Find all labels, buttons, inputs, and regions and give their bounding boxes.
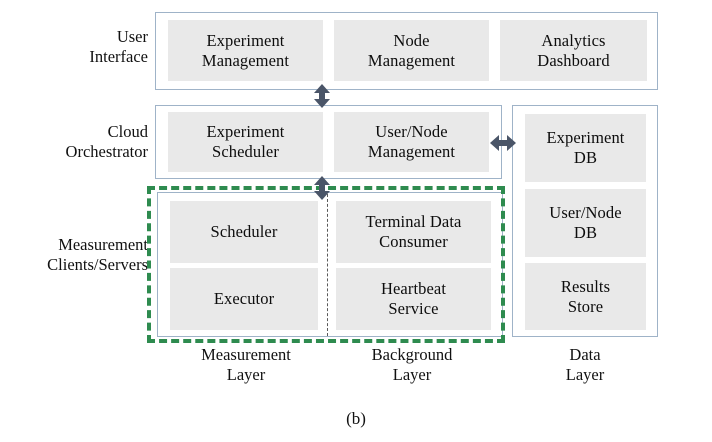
component-user-node-db[interactable]: User/Node DB (525, 189, 646, 257)
component-node-management[interactable]: Node Management (334, 20, 489, 81)
layer-caption-measurement: Measurement Layer (201, 345, 291, 384)
figure-caption: (b) (346, 409, 366, 428)
double-arrow-vertical-cloud-measurement-icon (314, 176, 330, 200)
component-experiment-scheduler[interactable]: Experiment Scheduler (168, 112, 323, 172)
component-results-store[interactable]: Results Store (525, 263, 646, 330)
double-arrow-vertical-ui-cloud-icon (314, 84, 330, 108)
component-user-node-management[interactable]: User/Node Management (334, 112, 489, 172)
component-experiment-db[interactable]: Experiment DB (525, 114, 646, 182)
component-scheduler[interactable]: Scheduler (170, 201, 318, 263)
row-label-cloud-orchestrator: Cloud Orchestrator (65, 122, 148, 161)
component-analytics-dashboard[interactable]: Analytics Dashboard (500, 20, 647, 81)
layer-caption-background: Background Layer (371, 345, 453, 384)
component-heartbeat-service[interactable]: Heartbeat Service (336, 268, 491, 330)
component-terminal-data-consumer[interactable]: Terminal Data Consumer (336, 201, 491, 263)
component-executor[interactable]: Executor (170, 268, 318, 330)
double-arrow-horizontal-cloud-data-icon (490, 135, 516, 151)
divider-measurement-background (327, 194, 328, 336)
component-experiment-management[interactable]: Experiment Management (168, 20, 323, 81)
row-label-measurement-clients-servers: Measurement Clients/Servers (47, 235, 148, 274)
layer-caption-data: Data Layer (565, 345, 605, 384)
row-label-user-interface: User Interface (89, 27, 148, 66)
